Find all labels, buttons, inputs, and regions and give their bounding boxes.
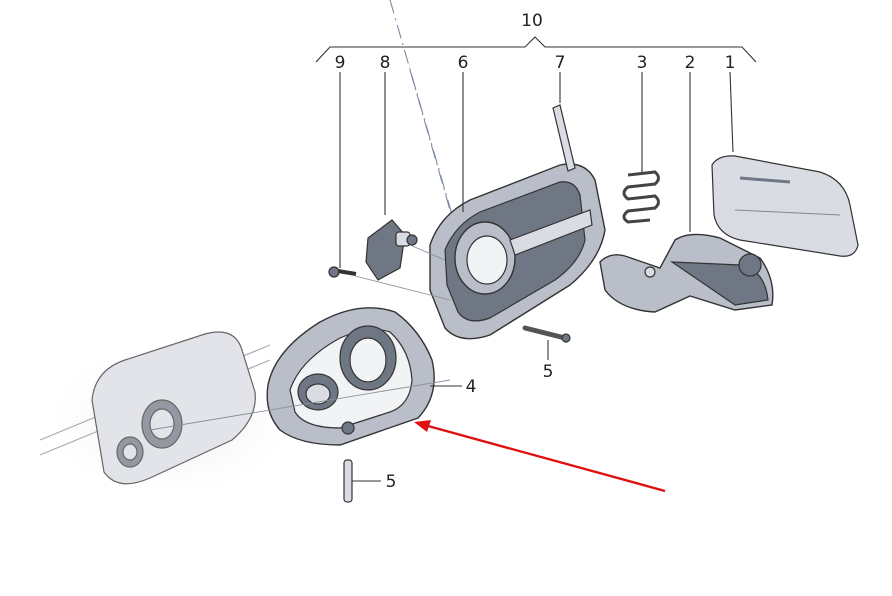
assembly-line-a	[149, 244, 451, 431]
pin-5-lower	[343, 459, 353, 503]
axis-line	[389, 0, 456, 226]
fuel-flap-cover	[711, 155, 859, 257]
label-6: 6	[458, 53, 469, 73]
red-pointer-arrow	[414, 420, 666, 493]
actuator-motor	[365, 219, 418, 281]
label-3: 3	[637, 53, 648, 73]
bolt-5-upper	[522, 325, 571, 343]
hinge-2	[599, 233, 774, 313]
pin-7	[552, 104, 576, 172]
filler-flap-frame	[429, 163, 606, 340]
label-5-lower: 5	[386, 472, 397, 492]
label-4: 4	[466, 377, 477, 397]
axis-line-2	[409, 69, 451, 211]
label-5-upper: 5	[543, 362, 554, 382]
group-bracket	[315, 36, 757, 63]
body-panel	[39, 331, 300, 500]
label-9: 9	[335, 53, 346, 73]
leader-lines	[339, 71, 734, 482]
label-7: 7	[555, 53, 566, 73]
screw-9	[328, 266, 357, 278]
fuel-filler-housing	[266, 307, 435, 446]
label-8: 8	[380, 53, 391, 73]
spring-3	[622, 170, 660, 224]
label-1: 1	[725, 53, 736, 73]
label-2: 2	[685, 53, 696, 73]
label-10: 10	[521, 11, 543, 31]
